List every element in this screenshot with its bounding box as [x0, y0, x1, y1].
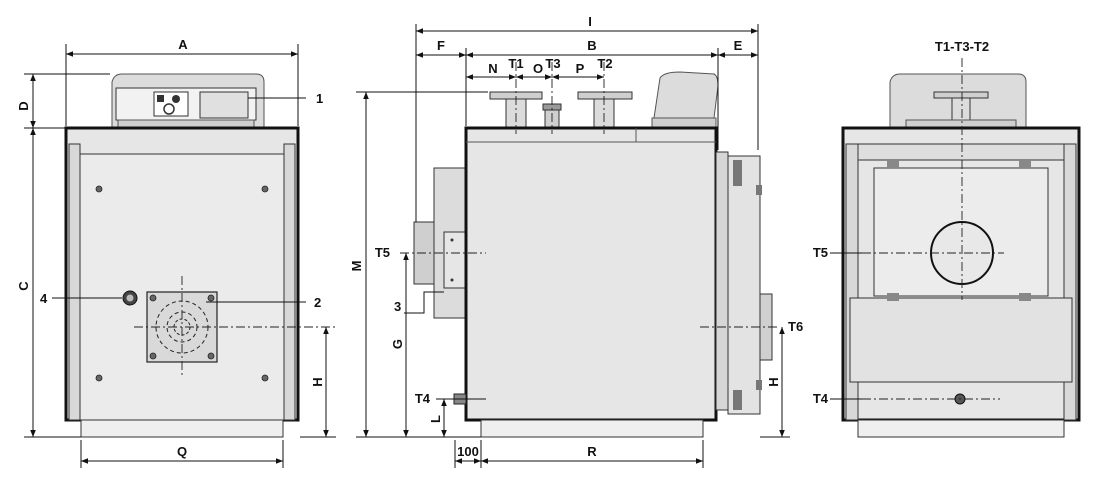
control-panel-side — [653, 71, 719, 119]
dim-label-G: G — [390, 339, 405, 349]
label-T4-side: T4 — [415, 391, 431, 406]
front-dimensions: A D C Q H 1 2 4 — [16, 37, 336, 468]
rear-plinth — [857, 419, 1065, 438]
side-view — [400, 62, 780, 438]
label-T5-side: T5 — [375, 245, 390, 260]
label-T1: T1 — [508, 56, 523, 71]
dim-label-D: D — [16, 101, 31, 110]
dim-label-N: N — [488, 61, 497, 76]
rear-flue-panel — [727, 155, 761, 415]
dim-label-E: E — [734, 38, 743, 53]
callout-2: 2 — [314, 295, 321, 310]
dim-label-O: O — [533, 61, 543, 76]
rear-lower-panel — [849, 297, 1073, 383]
dim-label-B: B — [587, 38, 596, 53]
callout-4: 4 — [40, 291, 48, 306]
dim-label-100: 100 — [457, 444, 479, 459]
label-T6: T6 — [788, 319, 803, 334]
front-door — [79, 153, 285, 421]
dim-label-R: R — [587, 444, 597, 459]
side-plinth — [480, 419, 704, 438]
dim-label-P: P — [576, 61, 585, 76]
control-knob-icon — [172, 95, 180, 103]
callout-1: 1 — [316, 91, 323, 106]
dim-label-A: A — [178, 37, 188, 52]
rear-brackets — [887, 160, 1031, 301]
label-T4-rear: T4 — [813, 391, 829, 406]
dim-label-Q: Q — [177, 444, 187, 459]
label-T3: T3 — [545, 56, 560, 71]
label-T2: T2 — [597, 56, 612, 71]
front-view — [64, 73, 336, 438]
dim-label-F: F — [437, 38, 445, 53]
rear-upper-bar — [857, 143, 1065, 161]
burner-door — [443, 231, 467, 289]
control-cover — [199, 91, 249, 119]
front-plinth — [80, 419, 284, 438]
callout-3: 3 — [394, 299, 401, 314]
dim-label-I: I — [588, 14, 592, 29]
dim-label-H-side: H — [766, 377, 781, 386]
label-T5-rear: T5 — [813, 245, 828, 260]
rear-view: T1-T3-T2 T5 T4 — [813, 39, 1081, 438]
door-screws — [95, 185, 269, 382]
dim-label-H-front: H — [310, 377, 325, 386]
rear-flue-collar — [715, 151, 729, 411]
side-casing — [464, 126, 718, 422]
dim-label-C: C — [16, 281, 31, 291]
dim-label-L: L — [428, 415, 443, 423]
dim-label-M: M — [349, 261, 364, 272]
side-dimensions: I F B E N O P T1 T3 T2 M G T5 L T4 — [349, 14, 803, 468]
rear-view-label: T1-T3-T2 — [935, 39, 989, 54]
control-switch-icon — [157, 95, 164, 102]
control-dial-icon — [163, 103, 175, 115]
